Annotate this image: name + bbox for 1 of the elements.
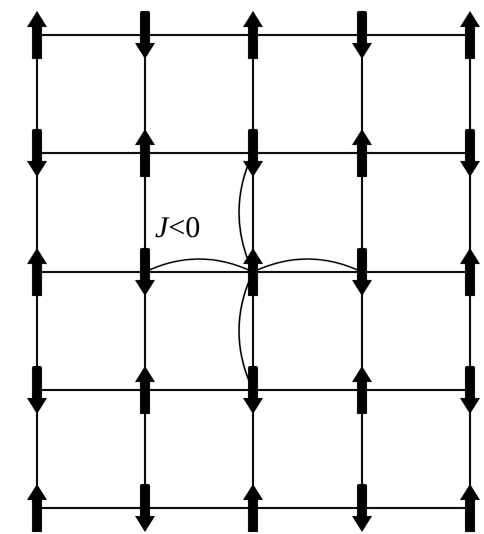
coupling-label: J<0 [155, 213, 200, 243]
